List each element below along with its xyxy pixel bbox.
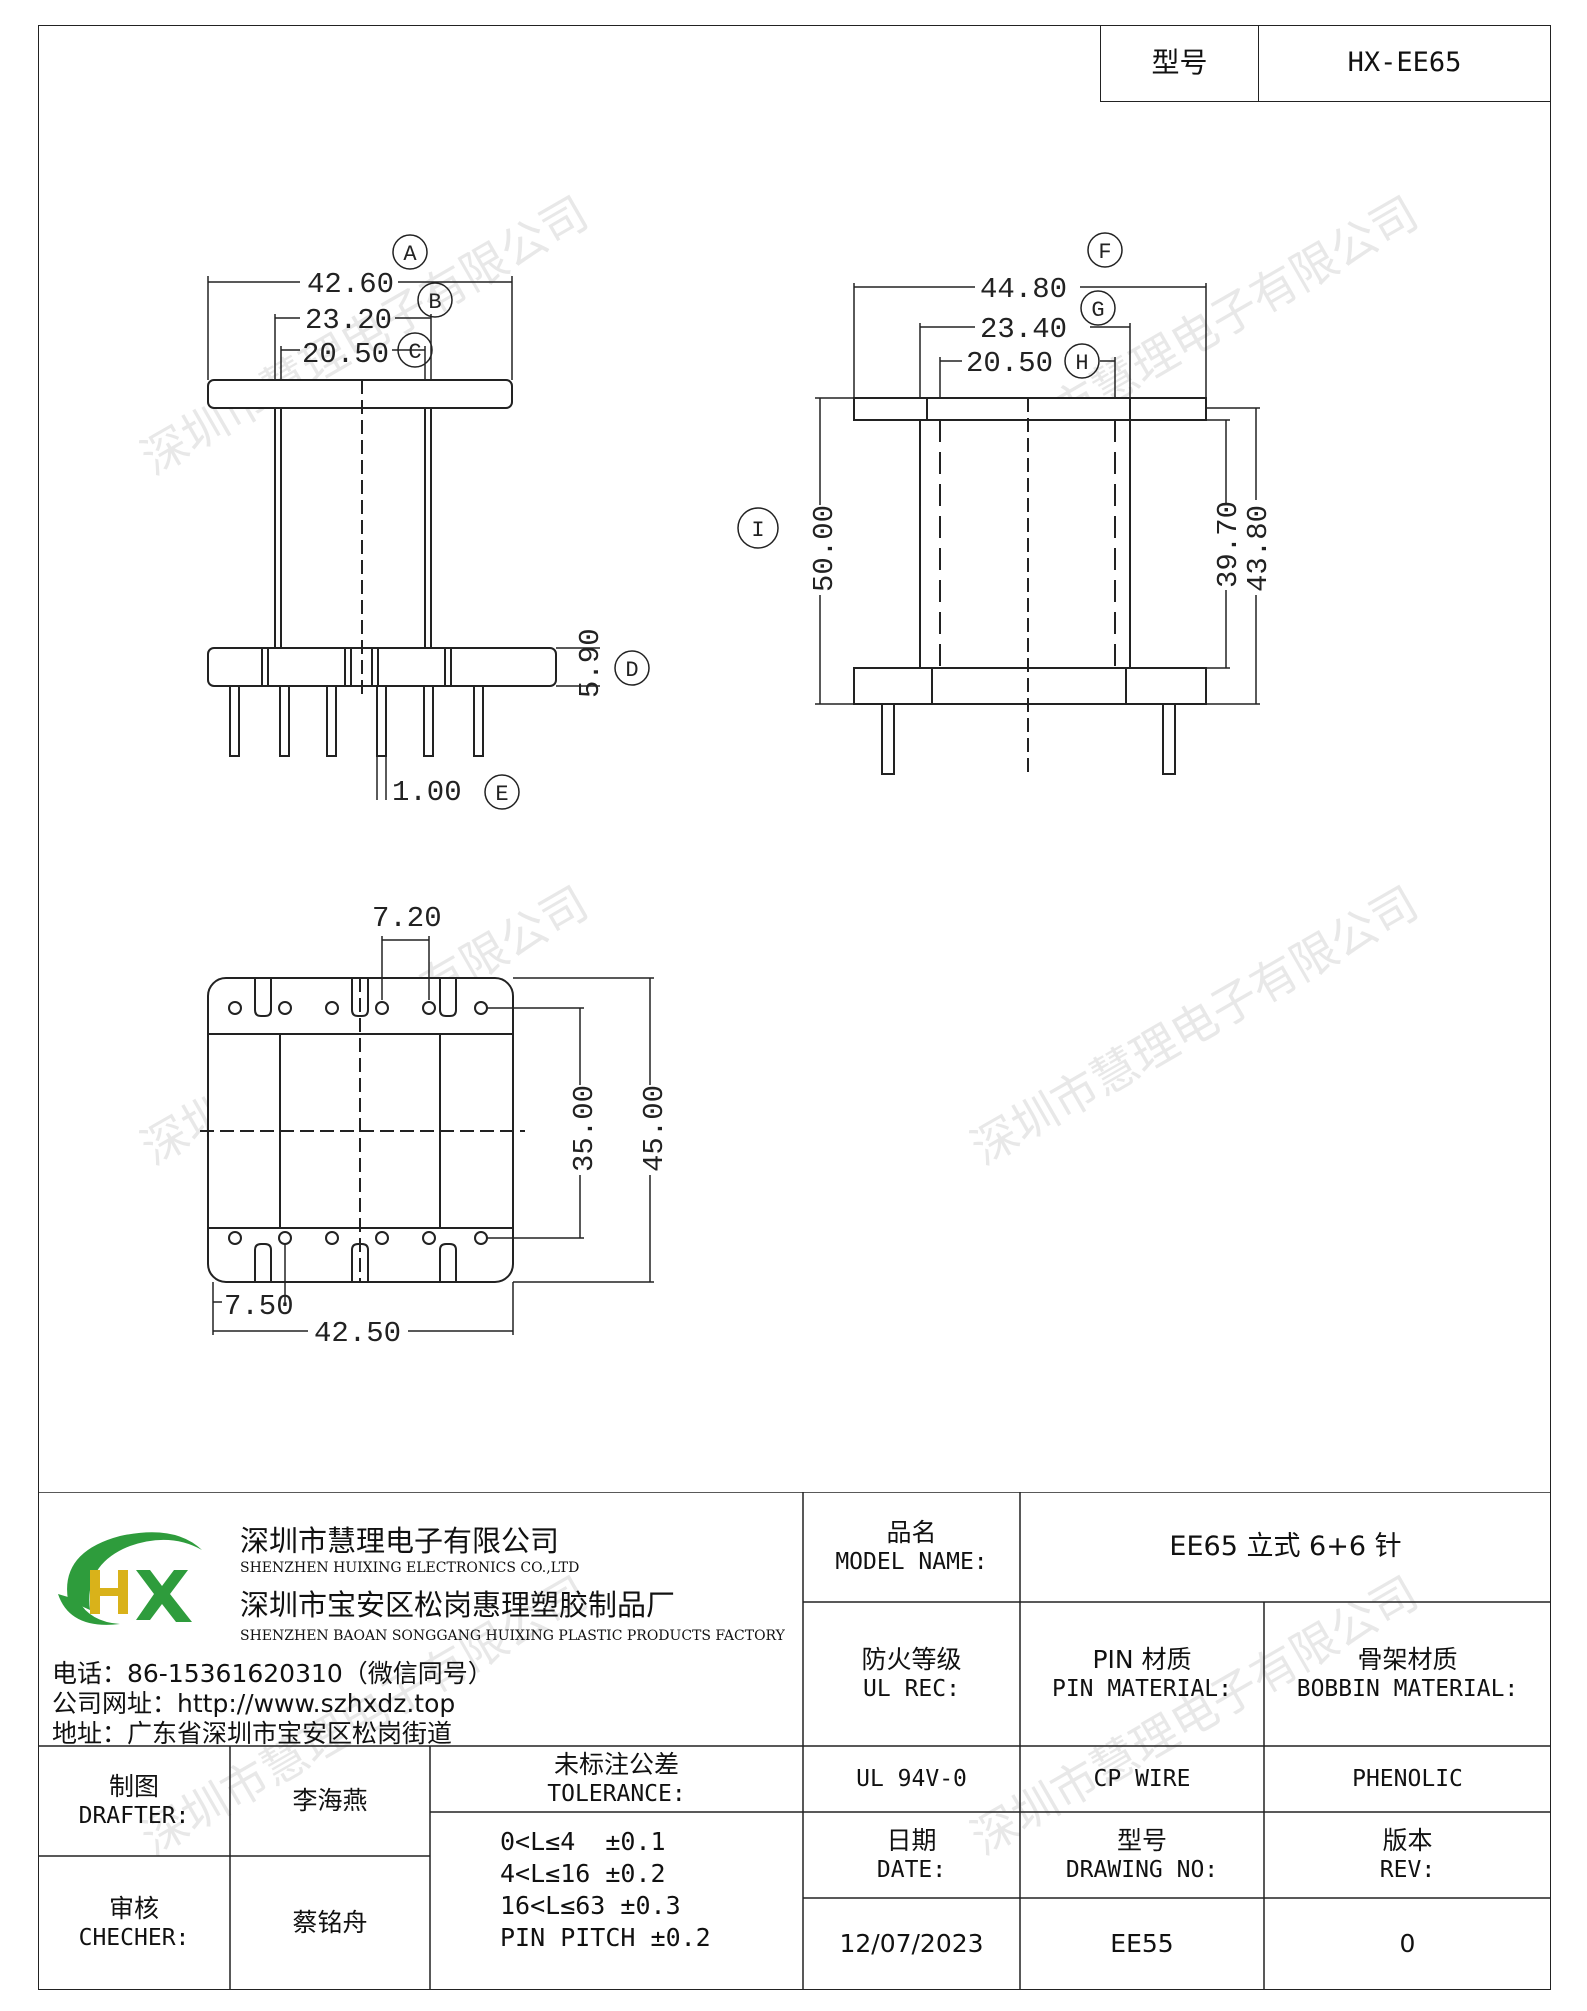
company-name-cn: 深圳市慧理电子有限公司 xyxy=(240,1524,560,1558)
model-name-label: 品名 MODEL NAME: xyxy=(803,1492,1020,1602)
technical-drawing: 42.60 23.20 20.50 5.90 1.00 44.80 23.40 … xyxy=(200,232,1275,1350)
date-label: 日期 DATE: xyxy=(803,1812,1020,1898)
tag-e-label: E xyxy=(495,782,508,807)
dim-bottom-top: 7.20 xyxy=(372,902,442,935)
dim-e: 1.00 xyxy=(392,776,462,809)
dim-side-r1: 39.70 xyxy=(1212,501,1245,588)
checker-name: 蔡铭舟 xyxy=(292,1908,368,1937)
header-model-box: 型号 HX-EE65 xyxy=(1100,25,1551,102)
front-tag-a xyxy=(392,234,428,270)
checker-label: 审核 CHECHER: xyxy=(38,1856,230,1990)
date-en: DATE: xyxy=(876,1857,947,1883)
front-tag-c xyxy=(397,332,433,368)
dim-a: 42.60 xyxy=(307,268,394,301)
tolerance-line: PIN PITCH ±0.2 xyxy=(500,1923,711,1952)
company-logo xyxy=(58,1532,202,1625)
factory-name-cn: 深圳市宝安区松岗惠理塑胶制品厂 xyxy=(240,1588,676,1622)
title-block-grid xyxy=(38,1492,1551,1990)
tag-h-label: H xyxy=(1075,351,1088,376)
drafter-cn: 制图 xyxy=(108,1772,159,1801)
date-cn: 日期 xyxy=(886,1826,937,1855)
dim-bottom-r2: 45.00 xyxy=(638,1085,671,1172)
ul-rec-en: UL REC: xyxy=(863,1676,960,1702)
ul-rec-label: 防火等级 UL REC: xyxy=(803,1602,1020,1746)
model-name-value: EE65 立式 6+6 针 xyxy=(1169,1531,1402,1562)
rev-value: 0 xyxy=(1399,1929,1416,1958)
tag-i-label: I xyxy=(751,518,764,543)
dim-b: 23.20 xyxy=(305,304,392,337)
side-tag-i xyxy=(737,507,779,549)
side-tag-f xyxy=(1087,232,1123,268)
tolerance-line: 16<L≤63 ±0.3 xyxy=(500,1891,681,1920)
side-tag-h xyxy=(1064,343,1100,379)
front-tag-e xyxy=(484,774,520,810)
drafter-name: 李海燕 xyxy=(292,1786,368,1815)
model-name-en: MODEL NAME: xyxy=(835,1549,988,1575)
side-base-flange xyxy=(853,667,1207,705)
drawing-frame xyxy=(38,25,1551,1990)
tag-d-label: D xyxy=(625,658,638,683)
tolerance-line: 4<L≤16 ±0.2 xyxy=(500,1859,666,1888)
front-tag-b xyxy=(417,282,453,318)
rev-cn: 版本 xyxy=(1382,1826,1433,1855)
pin-material-label: PIN 材质 PIN MATERIAL: xyxy=(1020,1602,1264,1746)
front-tag-d xyxy=(614,650,650,686)
date-value: 12/07/2023 xyxy=(839,1929,984,1958)
tolerance-lines: 0<L≤4 ±0.1 4<L≤16 ±0.2 16<L≤63 ±0.3 PIN … xyxy=(500,1826,800,1954)
drawing-no-en: DRAWING NO: xyxy=(1065,1857,1219,1883)
side-top-flange xyxy=(853,397,1207,421)
model-name-cn: 品名 xyxy=(886,1518,937,1547)
bobbin-material-en: BOBBIN MATERIAL: xyxy=(1296,1676,1519,1702)
dim-bottom-r1: 35.00 xyxy=(568,1085,601,1172)
rev-en: REV: xyxy=(1379,1857,1436,1883)
dim-f: 44.80 xyxy=(980,273,1067,306)
title-block: 深圳市慧理电子有限公司 SHENZHEN HUIXING ELECTRONICS… xyxy=(38,1492,1551,1990)
tag-a-label: A xyxy=(403,242,417,267)
bobbin-material-cn: 骨架材质 xyxy=(1357,1645,1458,1674)
company-website: 公司网址：http://www.szhxdz.top xyxy=(52,1689,456,1718)
tolerance-line: 0<L≤4 ±0.1 xyxy=(500,1827,666,1856)
dim-bottom-bw: 42.50 xyxy=(314,1317,401,1350)
pin-material-value: CP WIRE xyxy=(1093,1766,1191,1792)
tag-c-label: C xyxy=(408,340,421,365)
dim-c: 20.50 xyxy=(302,338,389,371)
dim-i: 50.00 xyxy=(808,505,841,592)
dim-bottom-bl: 7.50 xyxy=(224,1290,294,1323)
drawing-no-cn: 型号 xyxy=(1116,1826,1167,1855)
checker-en: CHECHER: xyxy=(78,1925,190,1951)
pin-material-en: PIN MATERIAL: xyxy=(1051,1676,1232,1702)
drawing-no-label: 型号 DRAWING NO: xyxy=(1020,1812,1264,1898)
tag-g-label: G xyxy=(1091,298,1104,323)
tolerance-en: TOLERANCE: xyxy=(547,1781,686,1807)
ul-rec-cn: 防火等级 xyxy=(861,1645,962,1674)
company-phone: 电话：86-15361620310（微信同号） xyxy=(52,1659,493,1688)
company-address: 地址：广东省深圳市宝安区松岗街道 xyxy=(52,1719,453,1748)
dim-d: 5.90 xyxy=(574,628,607,698)
tolerance-label: 未标注公差 TOLERANCE: xyxy=(430,1746,803,1812)
front-base-flange xyxy=(207,647,557,687)
dim-g: 23.40 xyxy=(980,313,1067,346)
tag-f-label: F xyxy=(1098,240,1111,265)
ul-rec-value: UL 94V-0 xyxy=(856,1766,967,1792)
dim-side-r2: 43.80 xyxy=(1242,505,1275,592)
factory-name-en: SHENZHEN BAOAN SONGGANG HUIXING PLASTIC … xyxy=(240,1628,785,1644)
company-name-en: SHENZHEN HUIXING ELECTRONICS CO.,LTD xyxy=(240,1560,580,1576)
header-model-value: HX-EE65 xyxy=(1347,47,1462,78)
pin-material-cn: PIN 材质 xyxy=(1092,1645,1192,1674)
drafter-label: 制图 DRAFTER: xyxy=(38,1746,230,1856)
drafter-en: DRAFTER: xyxy=(78,1803,190,1829)
header-model-label: 型号 xyxy=(1101,25,1259,101)
checker-cn: 审核 xyxy=(108,1894,159,1923)
tag-b-label: B xyxy=(428,290,441,315)
front-top-flange xyxy=(207,379,513,409)
tolerance-cn: 未标注公差 xyxy=(553,1750,679,1779)
side-tag-g xyxy=(1080,290,1116,326)
bobbin-material-label: 骨架材质 BOBBIN MATERIAL: xyxy=(1264,1602,1551,1746)
bobbin-material-value: PHENOLIC xyxy=(1352,1766,1463,1792)
dim-h: 20.50 xyxy=(966,347,1053,380)
rev-label: 版本 REV: xyxy=(1264,1812,1551,1898)
drawing-no-value: EE55 xyxy=(1110,1929,1174,1958)
